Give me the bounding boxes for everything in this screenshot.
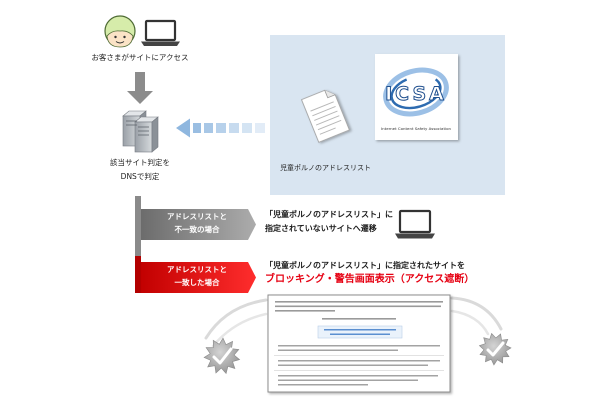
mismatch-branch-label-line1: アドレスリストと — [167, 212, 227, 221]
dns-check-label-line2: DNSで判定 — [120, 172, 160, 181]
mismatch-result-line2: 指定されていないサイトへ遷移 — [265, 224, 377, 233]
mismatch-result-line1: 「児童ポルノのアドレスリスト」に — [265, 210, 393, 219]
match-branch-band — [141, 262, 256, 293]
match-result-line1: 「児童ポルノのアドレスリスト」に指定されたサイトを — [265, 261, 465, 270]
list-lookup-arrow — [176, 118, 265, 138]
laptop-icon — [141, 19, 180, 46]
icsa-logo-name: Internet Content Safety Association — [381, 127, 451, 131]
warning-page-text — [275, 301, 443, 320]
blocked-burst-icon — [203, 337, 241, 375]
match-branch-trunk — [135, 256, 141, 293]
laptop-icon — [395, 209, 435, 239]
dns-check-label-line1: 該当サイト判定を — [110, 158, 170, 167]
user-avatar-icon — [104, 15, 136, 48]
customer-access-label: お客さまがサイトにアクセス — [91, 53, 189, 62]
icsa-logo: ICSA Internet Content Safety Association — [381, 67, 451, 131]
warning-page-details — [274, 345, 444, 386]
address-list-label: 児童ポルノのアドレスリスト — [280, 164, 371, 172]
mismatch-branch-label-line2: 不一致の場合 — [174, 225, 220, 234]
blocked-burst-icon — [478, 332, 512, 366]
mismatch-branch-band — [141, 209, 256, 240]
server-icon — [122, 110, 159, 153]
warning-page-icon — [267, 294, 451, 393]
icsa-logo-mark: ICSA — [385, 83, 447, 105]
match-branch-label-line2: 一致した場合 — [174, 278, 220, 287]
branch-trunk — [135, 196, 141, 260]
document-icon — [301, 89, 350, 143]
motion-arcs — [204, 296, 503, 348]
match-branch-label-line1: アドレスリストと — [167, 265, 227, 274]
match-result-alert: ブロッキング・警告画面表示（アクセス遮断） — [265, 274, 475, 285]
flow-down-arrow — [127, 72, 153, 104]
warning-page-link-box — [317, 325, 403, 339]
